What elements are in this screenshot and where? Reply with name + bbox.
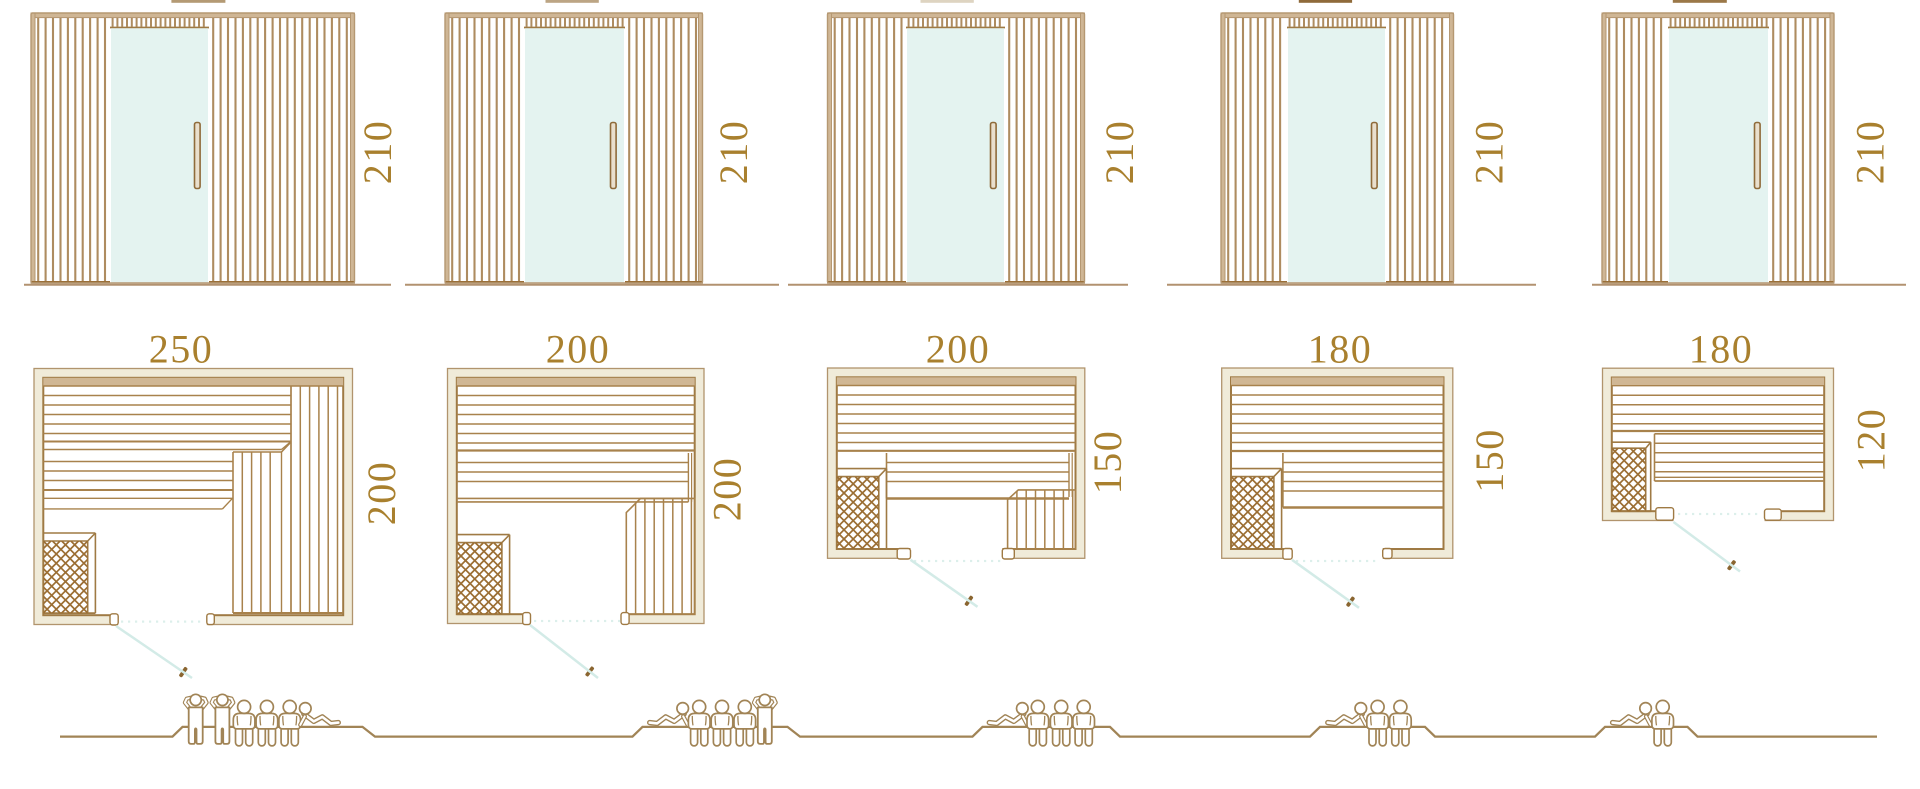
svg-text:200: 200: [359, 461, 404, 526]
svg-text:210: 210: [711, 120, 756, 185]
svg-text:200: 200: [546, 327, 611, 372]
svg-text:150: 150: [1467, 428, 1512, 493]
svg-text:200: 200: [926, 327, 991, 372]
svg-text:200: 200: [705, 457, 750, 522]
svg-text:210: 210: [1848, 120, 1893, 185]
svg-text:180: 180: [1308, 327, 1373, 372]
svg-text:210: 210: [355, 120, 400, 185]
svg-text:210: 210: [1467, 120, 1512, 185]
svg-text:180: 180: [1689, 327, 1754, 372]
svg-text:210: 210: [1097, 120, 1142, 185]
svg-text:120: 120: [1849, 408, 1894, 473]
svg-text:250: 250: [149, 327, 214, 372]
svg-text:150: 150: [1085, 430, 1130, 495]
